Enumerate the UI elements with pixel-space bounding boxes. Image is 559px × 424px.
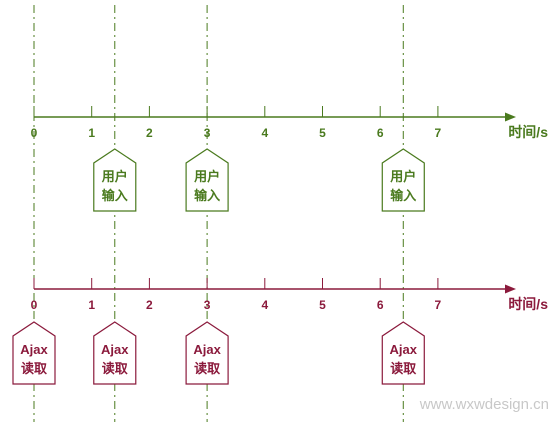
axis-arrow bbox=[505, 112, 516, 122]
tick-label: 0 bbox=[31, 298, 38, 312]
tick-label: 2 bbox=[146, 298, 153, 312]
event-label-line1: Ajax bbox=[20, 342, 48, 357]
tick-label: 0 bbox=[31, 126, 38, 140]
event-box bbox=[185, 148, 229, 212]
event-marker: Ajax 读取 bbox=[185, 321, 229, 385]
tick-label: 7 bbox=[435, 126, 442, 140]
tick-label: 3 bbox=[204, 126, 211, 140]
event-marker: Ajax 读取 bbox=[12, 321, 56, 385]
watermark: www.wxwdesign.cn bbox=[419, 396, 549, 413]
event-label-line2: 读取 bbox=[102, 361, 129, 376]
event-label-line2: 读取 bbox=[194, 361, 221, 376]
tick-label: 1 bbox=[88, 298, 95, 312]
tick-label: 6 bbox=[377, 298, 384, 312]
axis-unit-label: 时间/s bbox=[508, 124, 548, 140]
event-box bbox=[12, 321, 56, 385]
event-label-line1: Ajax bbox=[101, 342, 129, 357]
axis-unit-label: 时间/s bbox=[508, 296, 548, 312]
event-box bbox=[93, 321, 137, 385]
tick-label: 4 bbox=[261, 298, 268, 312]
tick-label: 7 bbox=[435, 298, 442, 312]
event-label-line2: 输入 bbox=[194, 188, 220, 203]
event-box bbox=[381, 321, 425, 385]
event-box bbox=[185, 321, 229, 385]
event-label-line2: 输入 bbox=[390, 188, 416, 203]
event-label-line2: 输入 bbox=[102, 188, 128, 203]
event-marker: Ajax 读取 bbox=[381, 321, 425, 385]
event-marker: Ajax 读取 bbox=[93, 321, 137, 385]
tick-label: 3 bbox=[204, 298, 211, 312]
tick-label: 4 bbox=[261, 126, 268, 140]
tick-label: 5 bbox=[319, 126, 326, 140]
tick-label: 2 bbox=[146, 126, 153, 140]
axis-arrow bbox=[505, 284, 516, 294]
event-label-line1: 用户 bbox=[101, 169, 128, 184]
event-label-line1: Ajax bbox=[193, 342, 221, 357]
event-label-line1: 用户 bbox=[193, 169, 220, 184]
tick-label: 5 bbox=[319, 298, 326, 312]
event-label-line2: 读取 bbox=[21, 361, 48, 376]
event-box bbox=[381, 148, 425, 212]
event-box bbox=[93, 148, 137, 212]
tick-label: 1 bbox=[88, 126, 95, 140]
tick-label: 6 bbox=[377, 126, 384, 140]
event-label-line1: Ajax bbox=[390, 342, 418, 357]
event-label-line1: 用户 bbox=[389, 169, 416, 184]
event-label-line2: 读取 bbox=[390, 361, 417, 376]
